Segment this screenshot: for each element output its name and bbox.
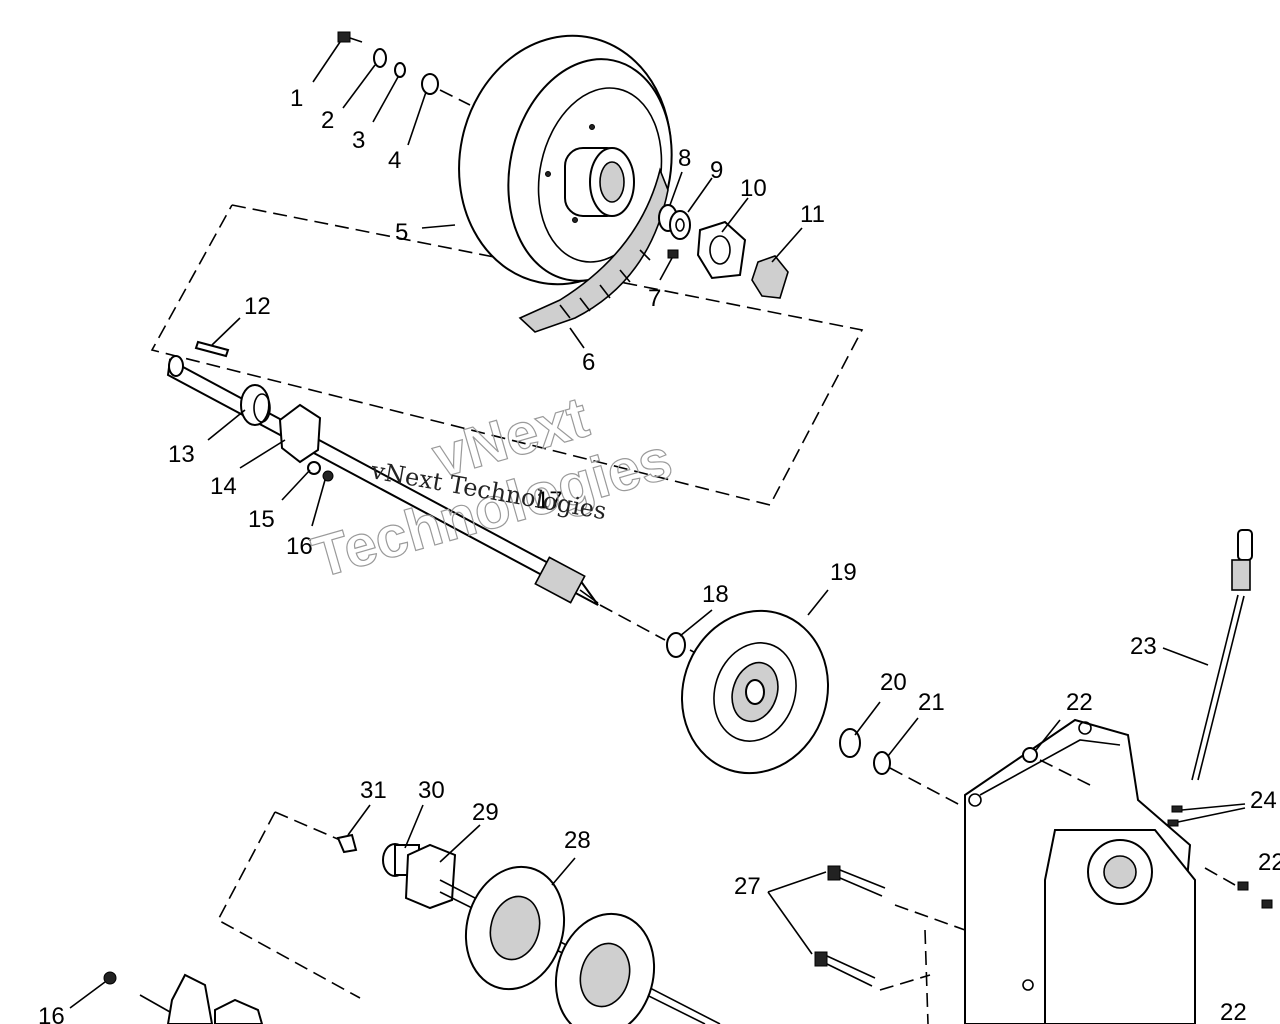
label-13: 13 bbox=[168, 441, 195, 468]
label-9: 9 bbox=[710, 157, 723, 184]
key-12 bbox=[194, 340, 230, 358]
chaincase-housing bbox=[964, 718, 1196, 1024]
track-sprockets-28 bbox=[439, 865, 721, 1024]
label-12: 12 bbox=[244, 293, 271, 320]
screw-7 bbox=[667, 249, 679, 259]
label-3: 3 bbox=[352, 127, 365, 154]
dashed-group-outline-upper bbox=[150, 204, 864, 506]
label-24: 24 bbox=[1250, 787, 1277, 814]
bearing-flange-lower bbox=[166, 973, 264, 1024]
label-1: 1 bbox=[290, 85, 303, 112]
label-18: 18 bbox=[702, 581, 729, 608]
screw-31 bbox=[336, 833, 358, 854]
label-10: 10 bbox=[740, 175, 767, 202]
o-ring-21 bbox=[873, 751, 891, 775]
dashed-group-outline-lower bbox=[216, 811, 361, 999]
label-22-lower: 22 bbox=[1220, 999, 1247, 1024]
nut-16-lower bbox=[103, 971, 117, 985]
label-28: 28 bbox=[564, 827, 591, 854]
bearing-flange-14 bbox=[278, 403, 322, 464]
label-23: 23 bbox=[1130, 633, 1157, 660]
spacer-4 bbox=[421, 73, 439, 95]
driven-pulley bbox=[458, 34, 673, 286]
label-16: 16 bbox=[286, 533, 313, 560]
washer-20 bbox=[839, 728, 861, 758]
leader-lines bbox=[69, 41, 1246, 1013]
label-11: 11 bbox=[800, 201, 825, 228]
label-15: 15 bbox=[248, 506, 275, 533]
label-19: 19 bbox=[830, 559, 857, 586]
nut-22 bbox=[1022, 747, 1038, 763]
label-22-right: 22 bbox=[1258, 849, 1280, 876]
label-16-lower: 16 bbox=[38, 1003, 65, 1024]
label-6: 6 bbox=[582, 349, 595, 376]
brake-disc-19 bbox=[680, 609, 830, 775]
label-21: 21 bbox=[918, 689, 945, 716]
label-27: 27 bbox=[734, 873, 761, 900]
watermark: vNext Technologies vNext Technologies bbox=[305, 384, 679, 591]
washer-2 bbox=[373, 48, 387, 68]
label-7: 7 bbox=[648, 285, 661, 312]
label-29: 29 bbox=[472, 799, 499, 826]
nut-16 bbox=[322, 470, 334, 482]
bearing-flange-10 bbox=[696, 220, 747, 280]
label-8: 8 bbox=[678, 145, 691, 172]
label-22: 22 bbox=[1066, 689, 1093, 716]
label-17: 17 bbox=[536, 487, 563, 514]
label-5: 5 bbox=[395, 219, 408, 246]
label-20: 20 bbox=[880, 669, 907, 696]
bolt-27 bbox=[814, 865, 966, 991]
label-2: 2 bbox=[321, 107, 334, 134]
o-ring-18 bbox=[666, 632, 686, 658]
washer-9 bbox=[669, 210, 691, 240]
label-30: 30 bbox=[418, 777, 445, 804]
nut-15 bbox=[307, 461, 321, 475]
drive-belt bbox=[518, 167, 669, 333]
dipstick-23 bbox=[1191, 529, 1253, 781]
screw-24 bbox=[1167, 805, 1273, 909]
label-31: 31 bbox=[360, 777, 387, 804]
bearing-13 bbox=[240, 384, 271, 426]
bearing-cap-11 bbox=[751, 255, 789, 299]
part-labels: 1 2 3 4 5 6 7 8 9 10 11 12 13 14 15 16 1… bbox=[38, 85, 1280, 1024]
label-14: 14 bbox=[210, 473, 237, 500]
washer-3 bbox=[394, 62, 406, 78]
bearing-flange-29 bbox=[404, 843, 457, 910]
drive-shaft bbox=[166, 355, 599, 606]
bolt-1 bbox=[337, 31, 363, 43]
label-4: 4 bbox=[388, 147, 401, 174]
